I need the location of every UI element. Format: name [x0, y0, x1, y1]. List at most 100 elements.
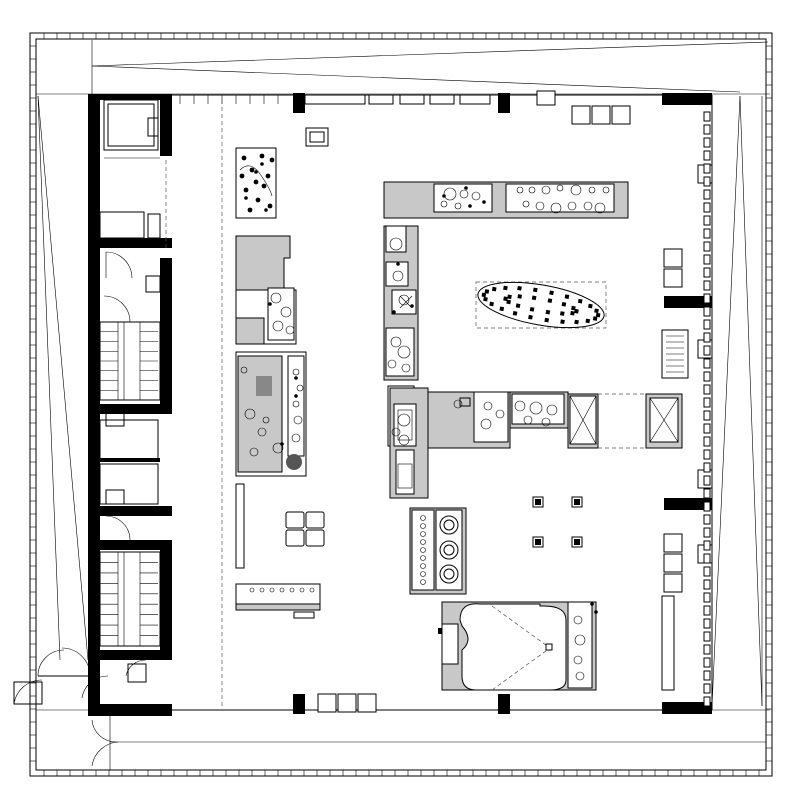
appliance-fixture [398, 294, 410, 306]
speckle-dot [261, 183, 267, 189]
window-pane [703, 631, 711, 642]
appliance-fixture [401, 363, 411, 373]
window-pane [703, 124, 711, 135]
display-cooktop-block [409, 507, 467, 595]
knob [420, 531, 426, 537]
service-core [13, 94, 172, 767]
window-pane [703, 553, 711, 564]
appliance-fixture [480, 418, 492, 430]
speckle-dot [249, 167, 255, 173]
appliance-fixture [495, 409, 505, 419]
appliance-fixture [574, 634, 586, 646]
window-pane [703, 579, 711, 590]
speckle-dot [241, 155, 247, 161]
display-central [383, 181, 683, 499]
window-pane [703, 280, 711, 291]
window-pane [703, 163, 711, 174]
appliance-fixture [392, 270, 404, 282]
appliance-fixture [285, 325, 295, 335]
appliance-fixture [443, 187, 457, 201]
appliance-fixture [516, 186, 524, 194]
knob [420, 523, 426, 529]
window-pane [703, 228, 711, 239]
fixture-dot [264, 208, 268, 212]
chair-mark [574, 319, 579, 325]
appliance-fixture [573, 615, 583, 625]
appliance-fixture [289, 587, 295, 593]
chair-mark [506, 299, 511, 305]
appliance-fixture [270, 292, 282, 304]
window-pane [703, 267, 711, 278]
window-pane [703, 410, 711, 421]
burner-inner [443, 568, 455, 580]
window-pane [703, 449, 711, 460]
window-pane [703, 215, 711, 226]
appliance-fixture [389, 237, 403, 251]
appliance-fixture [522, 200, 530, 208]
window-pane [703, 137, 711, 148]
appliance-fixture [240, 366, 248, 374]
fixture-dot [468, 204, 472, 208]
knob [420, 555, 426, 561]
chair-mark [561, 301, 567, 307]
window-pane [703, 319, 711, 330]
speckle-dot [243, 187, 249, 193]
window-pane [703, 358, 711, 369]
appliance-fixture [575, 671, 585, 681]
chair-mark [594, 308, 599, 314]
knob [420, 539, 426, 545]
fixture-dot [294, 394, 298, 398]
appliance-fixture [556, 184, 564, 192]
fixture-dot [268, 302, 272, 306]
window-pane [703, 423, 711, 434]
window-pane [703, 683, 711, 694]
window-pane [703, 527, 711, 538]
oval-table-seating [477, 281, 605, 329]
knob [420, 579, 426, 585]
chair-mark [574, 308, 579, 314]
speckle-dot [265, 173, 271, 179]
appliance-fixture [259, 587, 265, 593]
speckle-dot [267, 203, 273, 209]
appliance-fixture [541, 417, 551, 427]
appliance-fixture [280, 306, 292, 318]
pedestals [532, 496, 583, 548]
stair-upper [100, 322, 158, 400]
appliance-fixture [244, 408, 256, 420]
outer-envelope [29, 32, 773, 777]
window-pane [703, 540, 711, 551]
appliance-fixture [292, 400, 300, 408]
chair-mark [560, 319, 565, 325]
appliance-fixture [454, 202, 462, 210]
cooktop-burners [420, 515, 459, 585]
chair-mark [588, 303, 593, 309]
chair-mark [595, 312, 601, 318]
fixture-dot [464, 186, 468, 190]
chair-mark [545, 309, 551, 315]
window-pane [703, 475, 711, 486]
appliance-fixture [390, 336, 402, 348]
speckle-dot [239, 173, 245, 179]
window-pane [703, 696, 711, 707]
burner-inner [443, 519, 455, 531]
sink [397, 409, 413, 441]
appliance-fixture [594, 202, 606, 214]
knob [420, 563, 426, 569]
fixture-dot [482, 200, 486, 204]
terrazzo-vein [239, 165, 273, 197]
stair-lower [100, 552, 158, 646]
window-pane [703, 345, 711, 356]
chair-mark [483, 296, 488, 302]
chair-mark [564, 294, 570, 299]
window-pane [703, 670, 711, 681]
window-pane [703, 436, 711, 447]
appliance-fixture [583, 201, 593, 211]
appliance-fixture [573, 655, 583, 665]
appliance-fixture [249, 587, 255, 593]
appliance-fixture [309, 587, 315, 593]
chair-mark [484, 289, 490, 294]
sink [397, 463, 413, 489]
appliance-fixture [440, 200, 448, 208]
chair-mark [489, 301, 494, 307]
